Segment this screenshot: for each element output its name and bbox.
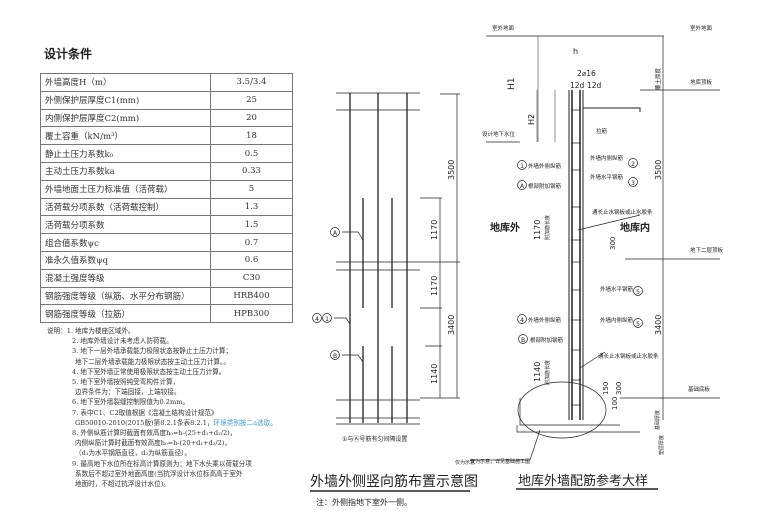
h-dim: h [573,47,578,56]
marker-5a: 5 [636,289,640,296]
ground-label-right: 室外地面 [690,24,713,32]
note-7a: 7. 表中C1、C2取值根据《混凝土结构设计规范》 [72,408,218,417]
rebar-3-label: 外墙水平钢筋 [590,173,624,181]
dim-3500: 3500 [654,160,663,180]
note-1: 1. 地库为楼座区域外。 [66,327,135,335]
cover-label: 覆土厚度 [654,67,662,90]
dim-1170-b: 1170 [430,276,439,296]
tag-1: 1 [325,316,329,323]
marker-1: 1 [520,163,524,170]
note-8c: （d₁为水平钢筋直径，d₂为纵筋直径）。 [75,449,191,458]
marker-3: 3 [631,180,635,187]
dim-300-a: 300 [609,237,617,250]
dim-300-b: 300 [615,382,623,395]
water-label: 设计地下水位 [482,130,516,138]
dim-150: 150 [602,382,610,395]
note-7b: GB50010-2010(2015版)第8.2.1条表8.2.1， [75,418,214,427]
rebar-5a-label: 外墙水平钢筋 [600,285,634,293]
foundation-footnote: 仅为示意，详见基础施工图 [470,458,530,465]
note-9b: 系数后不超过室外地面高度(当抗浮设计水位标高高于室外 [75,469,243,478]
table-row: 钢筋强度等级（拉筋）HPB300 [40,304,293,324]
note-7c: 环境类别按二a选取。 [213,418,277,427]
dim-3400: 3400 [447,315,456,335]
h2-dim: H2 [527,114,536,125]
addlen-label-1: 附加筋长度 [544,215,551,240]
base-thickness-label: 基础厚度 [654,410,661,430]
tag-B: B [333,353,337,360]
vertical-diagram-note: 注：外侧指地下室外一侧。 [316,497,412,507]
12d-right: 12d [587,81,602,90]
dim-3500: 3500 [447,160,456,180]
note-8a: 8. 外侧纵筋计算时截面有效高度h₀=h-(25+d₁+d₂/2)， [72,429,237,438]
note-9c: 地面时，不超过抗浮设计水位)。 [75,480,170,489]
note-6: 6. 地下室外墙裂缝控制限值为0.2mm。 [72,398,190,407]
waterstop-label-2: 通长止水钢板或止水胶条 [598,352,659,360]
note-2: 2. 地库外墙设计未考虑人防荷载。 [72,337,173,346]
rebar-2-label: 外墙内侧纵筋 [590,154,624,162]
pad-thickness-label: 垫层厚度 [658,435,665,455]
table-row: 外墙地面土压力标准值（活荷载）5 [40,179,293,199]
rebar-A-label: 根部附加钢筋 [528,182,562,190]
bar-2d16: 2⌀16 [577,69,596,78]
b2-roof-label: 地下二层顶板 [690,246,724,254]
dim-1170-a: 1170 [430,220,439,240]
rebar-1-label: 外墙外侧纵筋 [528,162,562,170]
roof-label: 地库顶板 [690,78,713,86]
dim-3400: 3400 [654,315,663,335]
inside-label: 地库内 [620,221,650,234]
param-value: 0.7 [210,233,293,252]
marker-A: A [520,183,525,190]
base-label: 基础底板 [688,385,711,393]
tag-4: 4 [315,316,319,323]
addlen-label-2: 附加筋长度 [544,360,551,385]
table-row: 内侧保护层厚度C2(mm)20 [40,108,293,128]
12d-left: 12d [570,81,585,90]
note-5b: 边界条件为：下端固接，上端铰接。 [75,388,181,397]
vertical-bar-diagram: A 4 1 B 3500 3400 1170 1170 1140 ①与Ⓐ号筋有匀… [310,92,478,507]
tag-A: A [333,230,338,237]
vertical-caption: ①与Ⓐ号筋有匀间隔设置 [342,435,407,443]
notes-prefix: 说明： [47,327,67,335]
table-row: 钢筋强度等级（纵筋、水平分布钢筋）HRB400 [40,286,293,306]
ground-label-left: 室外地面 [492,24,515,32]
waterstop-label-1: 通长止水钢板或止水胶条 [592,208,653,216]
vertical-diagram-title: 外墙外侧竖向筋布置示意图 [310,473,478,490]
dim-100: 100 [611,397,619,410]
table-row: 覆土容重（kN/m³）18 [40,126,293,146]
note-4: 4. 地下室外墙正常使用极限状态按主动土压力计算。 [72,367,226,376]
tie-label: 拉筋 [596,127,608,135]
marker-4: 4 [520,317,524,324]
detail-title: 地库外墙配筋参考大样 [518,473,648,489]
wall-detail-diagram: 室外地面 室外地面 覆土厚度 地库顶板 设计地下水位 地下二层顶板 基础底板 基… [470,24,724,490]
sketch-only-label: 仅为示意 [455,459,475,466]
param-value: HPB300 [210,304,293,324]
rebar-4-label: 外墙外侧纵筋 [528,316,562,324]
h1-dim: H1 [507,78,517,91]
marker-5b: 5 [636,321,640,328]
rebar-5b-label: 外墙内侧纵筋 [600,316,634,324]
marker-B: B [521,337,525,344]
note-3b: 地下二层外墙承载能力极限状态按主动土压力计算。。 [75,357,230,366]
design-notes: 说明：1. 地库为楼座区域外。 2. 地库外墙设计未考虑人防荷载。 3. 地下一… [47,326,277,489]
outside-label: 地库外 [490,221,520,234]
note-3a: 3. 地下一层外墙承载能力极限状态按静止土压力计算； [72,347,233,356]
note-5a: 5. 地下室外墙按照纯受弯构件计算， [72,378,180,387]
design-conditions-title: 设计条件 [44,47,93,61]
dim-1140: 1140 [533,362,542,382]
dim-1170: 1170 [533,220,542,240]
rebar-B-label: 根部附加钢筋 [530,336,564,344]
note-9a: 9. 最高地下水位所在标高计算原则为：地下水头乘以荷载分项 [72,459,252,468]
note-8b: 内侧纵筋计算时截面有效高度h₀=h-(20+d₁+d₂/2)， [75,439,231,448]
dim-1140: 1140 [430,364,439,384]
marker-2: 2 [631,161,635,168]
